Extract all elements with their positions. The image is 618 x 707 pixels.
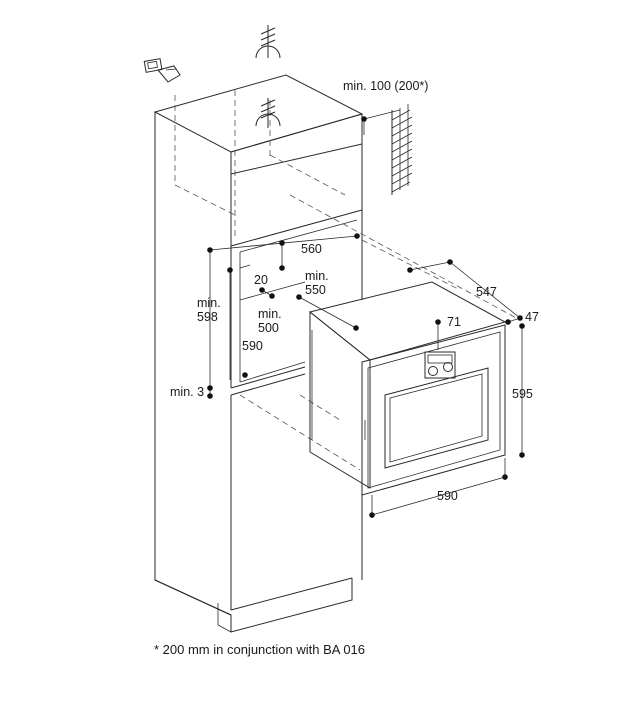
label-min-598-b: 598 [197, 310, 218, 324]
label-min-500-a: min. [258, 307, 282, 321]
label-547: 547 [476, 285, 497, 299]
oven-appliance [308, 281, 507, 496]
label-20: 20 [254, 273, 268, 287]
dimension-labels: min. 100 (200*) 560 min. 550 20 min. 500… [170, 79, 539, 503]
label-47: 47 [525, 310, 539, 324]
ventilation-wall-icon [391, 104, 413, 195]
label-min-550-b: 550 [305, 283, 326, 297]
hidden-lines [174, 90, 521, 471]
label-min-3: min. 3 [170, 385, 204, 399]
label-min-100: min. 100 (200*) [343, 79, 428, 93]
label-71: 71 [447, 315, 461, 329]
label-min-500-b: 500 [258, 321, 279, 335]
tall-cabinet [153, 74, 364, 633]
power-plug-icon [143, 58, 181, 83]
label-590-bottom: 590 [437, 489, 458, 503]
electrical-connection-icon [255, 25, 281, 59]
label-595: 595 [512, 387, 533, 401]
label-min-598-a: min. [197, 296, 221, 310]
dimension-dots [207, 116, 525, 518]
label-min-550-a: min. [305, 269, 329, 283]
label-560: 560 [301, 242, 322, 256]
footnote: * 200 mm in conjunction with BA 016 [154, 642, 366, 657]
label-590-left: 590 [242, 339, 263, 353]
electrical-connection-icon [255, 98, 281, 128]
